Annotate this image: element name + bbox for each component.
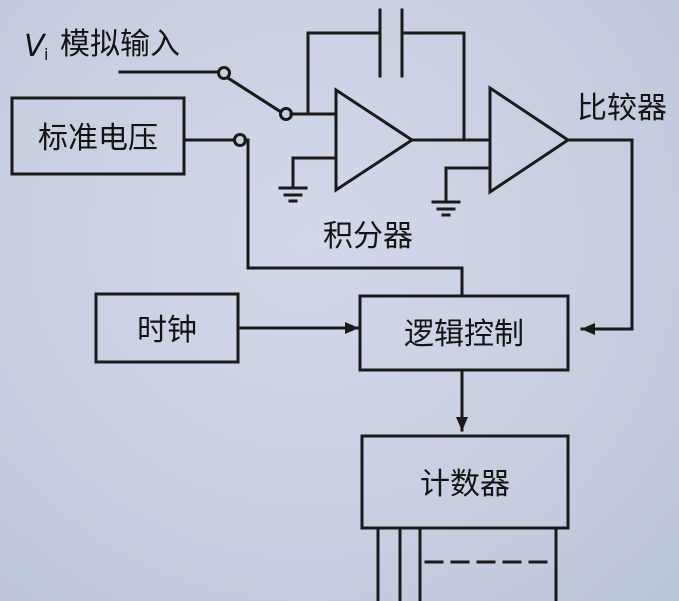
reference-to-logic-wire <box>243 138 464 298</box>
counter-box <box>360 434 570 530</box>
logic-control-label: 逻辑控制 <box>404 317 524 352</box>
integrator-feedback-left <box>306 31 380 116</box>
comparator-ground-wire <box>444 166 492 202</box>
counter-label: 计数器 <box>420 467 510 502</box>
vi-symbol-label: V <box>24 29 47 64</box>
integrator-amplifier <box>334 87 415 193</box>
comparator-amplifier <box>488 85 571 195</box>
switch-contact-vi <box>217 66 231 80</box>
reference-voltage-box <box>10 96 186 176</box>
analog-input-label: 模拟输入 <box>60 27 180 62</box>
comparator-label: 比较器 <box>577 91 667 126</box>
logic-control-box <box>358 294 570 372</box>
integrator-feedback-right <box>402 31 466 142</box>
vi-subscript-label: i <box>44 45 48 64</box>
reference-voltage-label: 标准电压 <box>38 121 158 156</box>
integrator-ground-wire <box>291 156 336 188</box>
switch-blade <box>225 75 284 115</box>
integrator-label: 积分器 <box>323 219 413 254</box>
comparator-to-logic-wire <box>566 138 634 335</box>
clock-label: 时钟 <box>137 313 197 348</box>
